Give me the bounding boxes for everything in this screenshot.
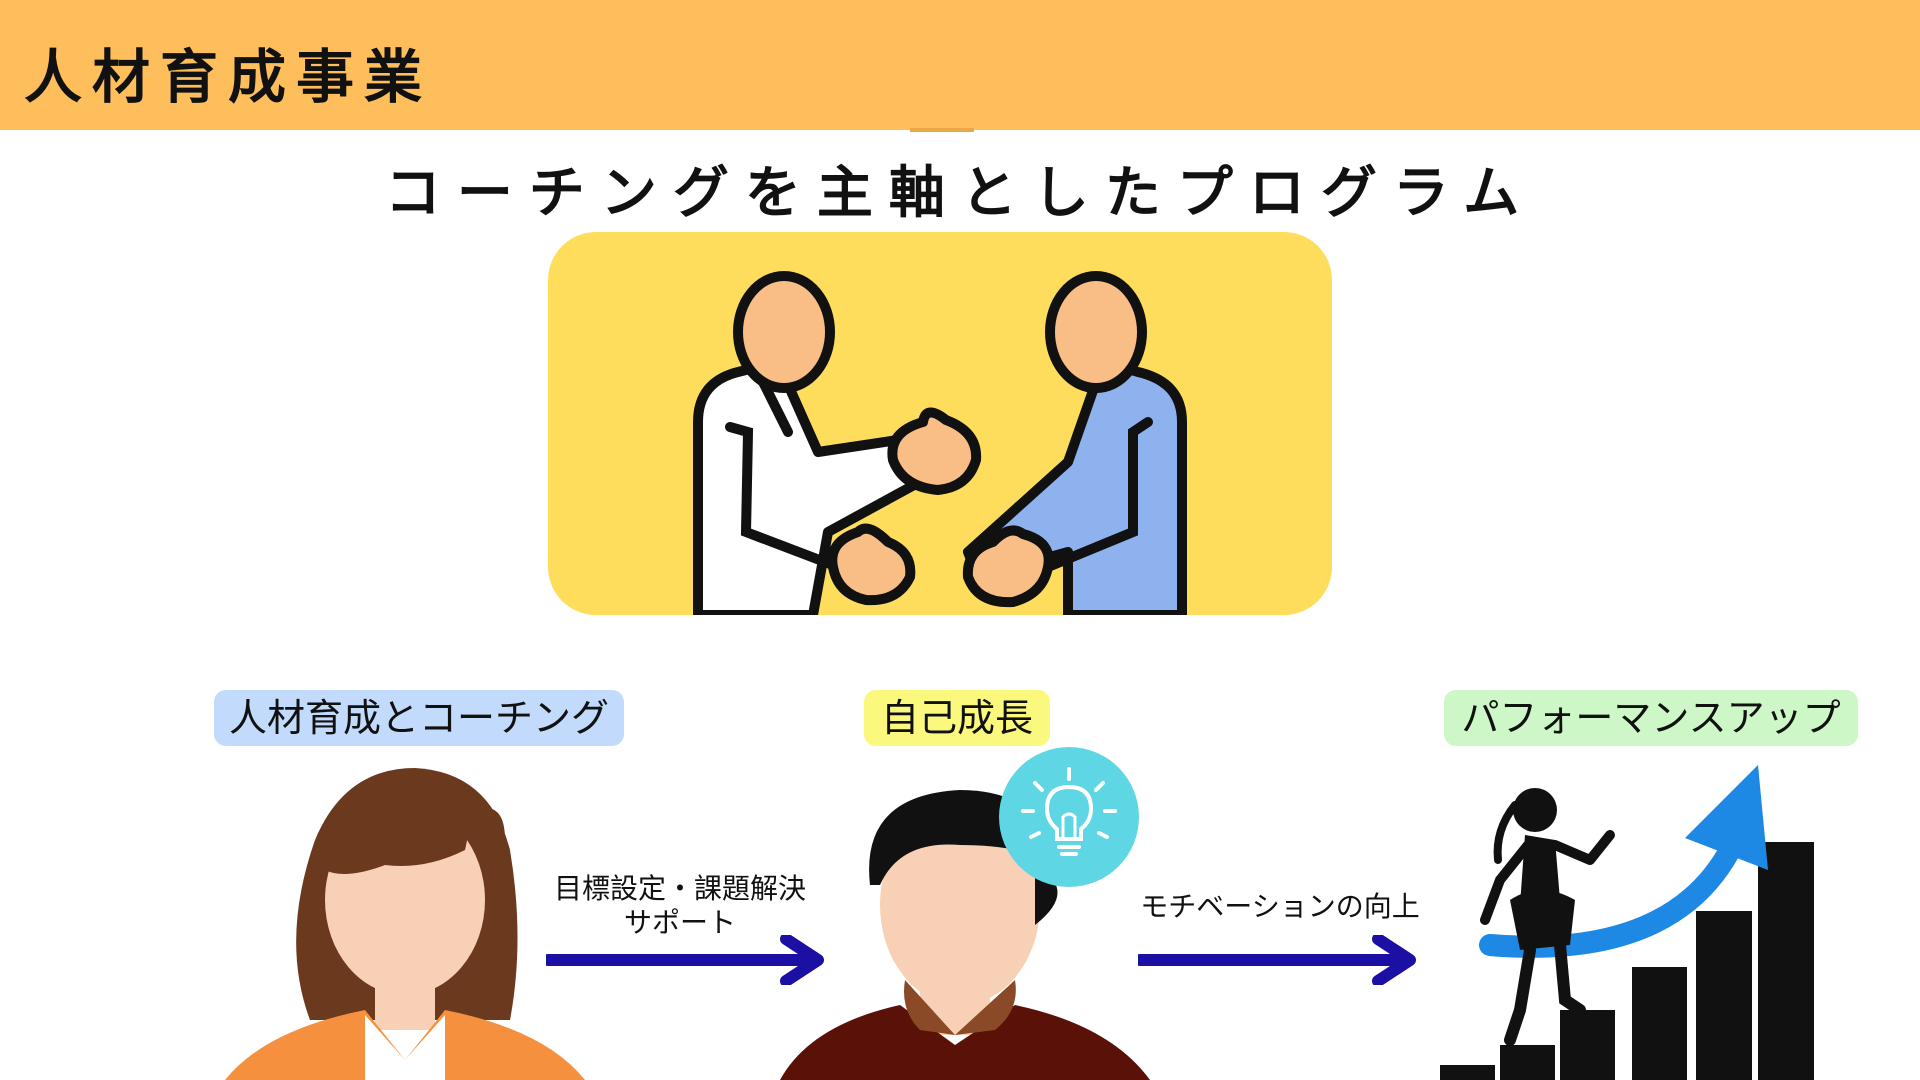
stage-label-self-growth: 自己成長 (864, 690, 1050, 746)
arrow-caption-motivation: モチベーションの向上 (1110, 890, 1450, 924)
handshake-coaching-icon (693, 271, 1187, 615)
main-heading: コーチングを主軸としたプログラム (384, 161, 1536, 226)
arrow-caption-goal-support: 目標設定・課題解決 サポート (520, 872, 840, 940)
stairs-growth-icon (1440, 765, 1814, 1080)
arrow-caption-line: 目標設定・課題解決 (553, 872, 806, 905)
header-divider (910, 128, 974, 132)
woman-coach-icon (225, 768, 585, 1080)
lightbulb-icon (999, 747, 1139, 887)
arrow-right-icon (1138, 935, 1416, 985)
page-title: 人材育成事業 (24, 43, 433, 111)
arrow-right-icon (546, 935, 824, 985)
header-bar (0, 0, 1920, 130)
coaching-illustration (548, 232, 1332, 615)
stage-label-coaching: 人材育成とコーチング (214, 690, 624, 746)
stage-label-performance-up: パフォーマンスアップ (1444, 690, 1858, 746)
arrow-caption-line: サポート (623, 906, 736, 939)
arrow-caption-line: モチベーションの向上 (1140, 890, 1420, 923)
